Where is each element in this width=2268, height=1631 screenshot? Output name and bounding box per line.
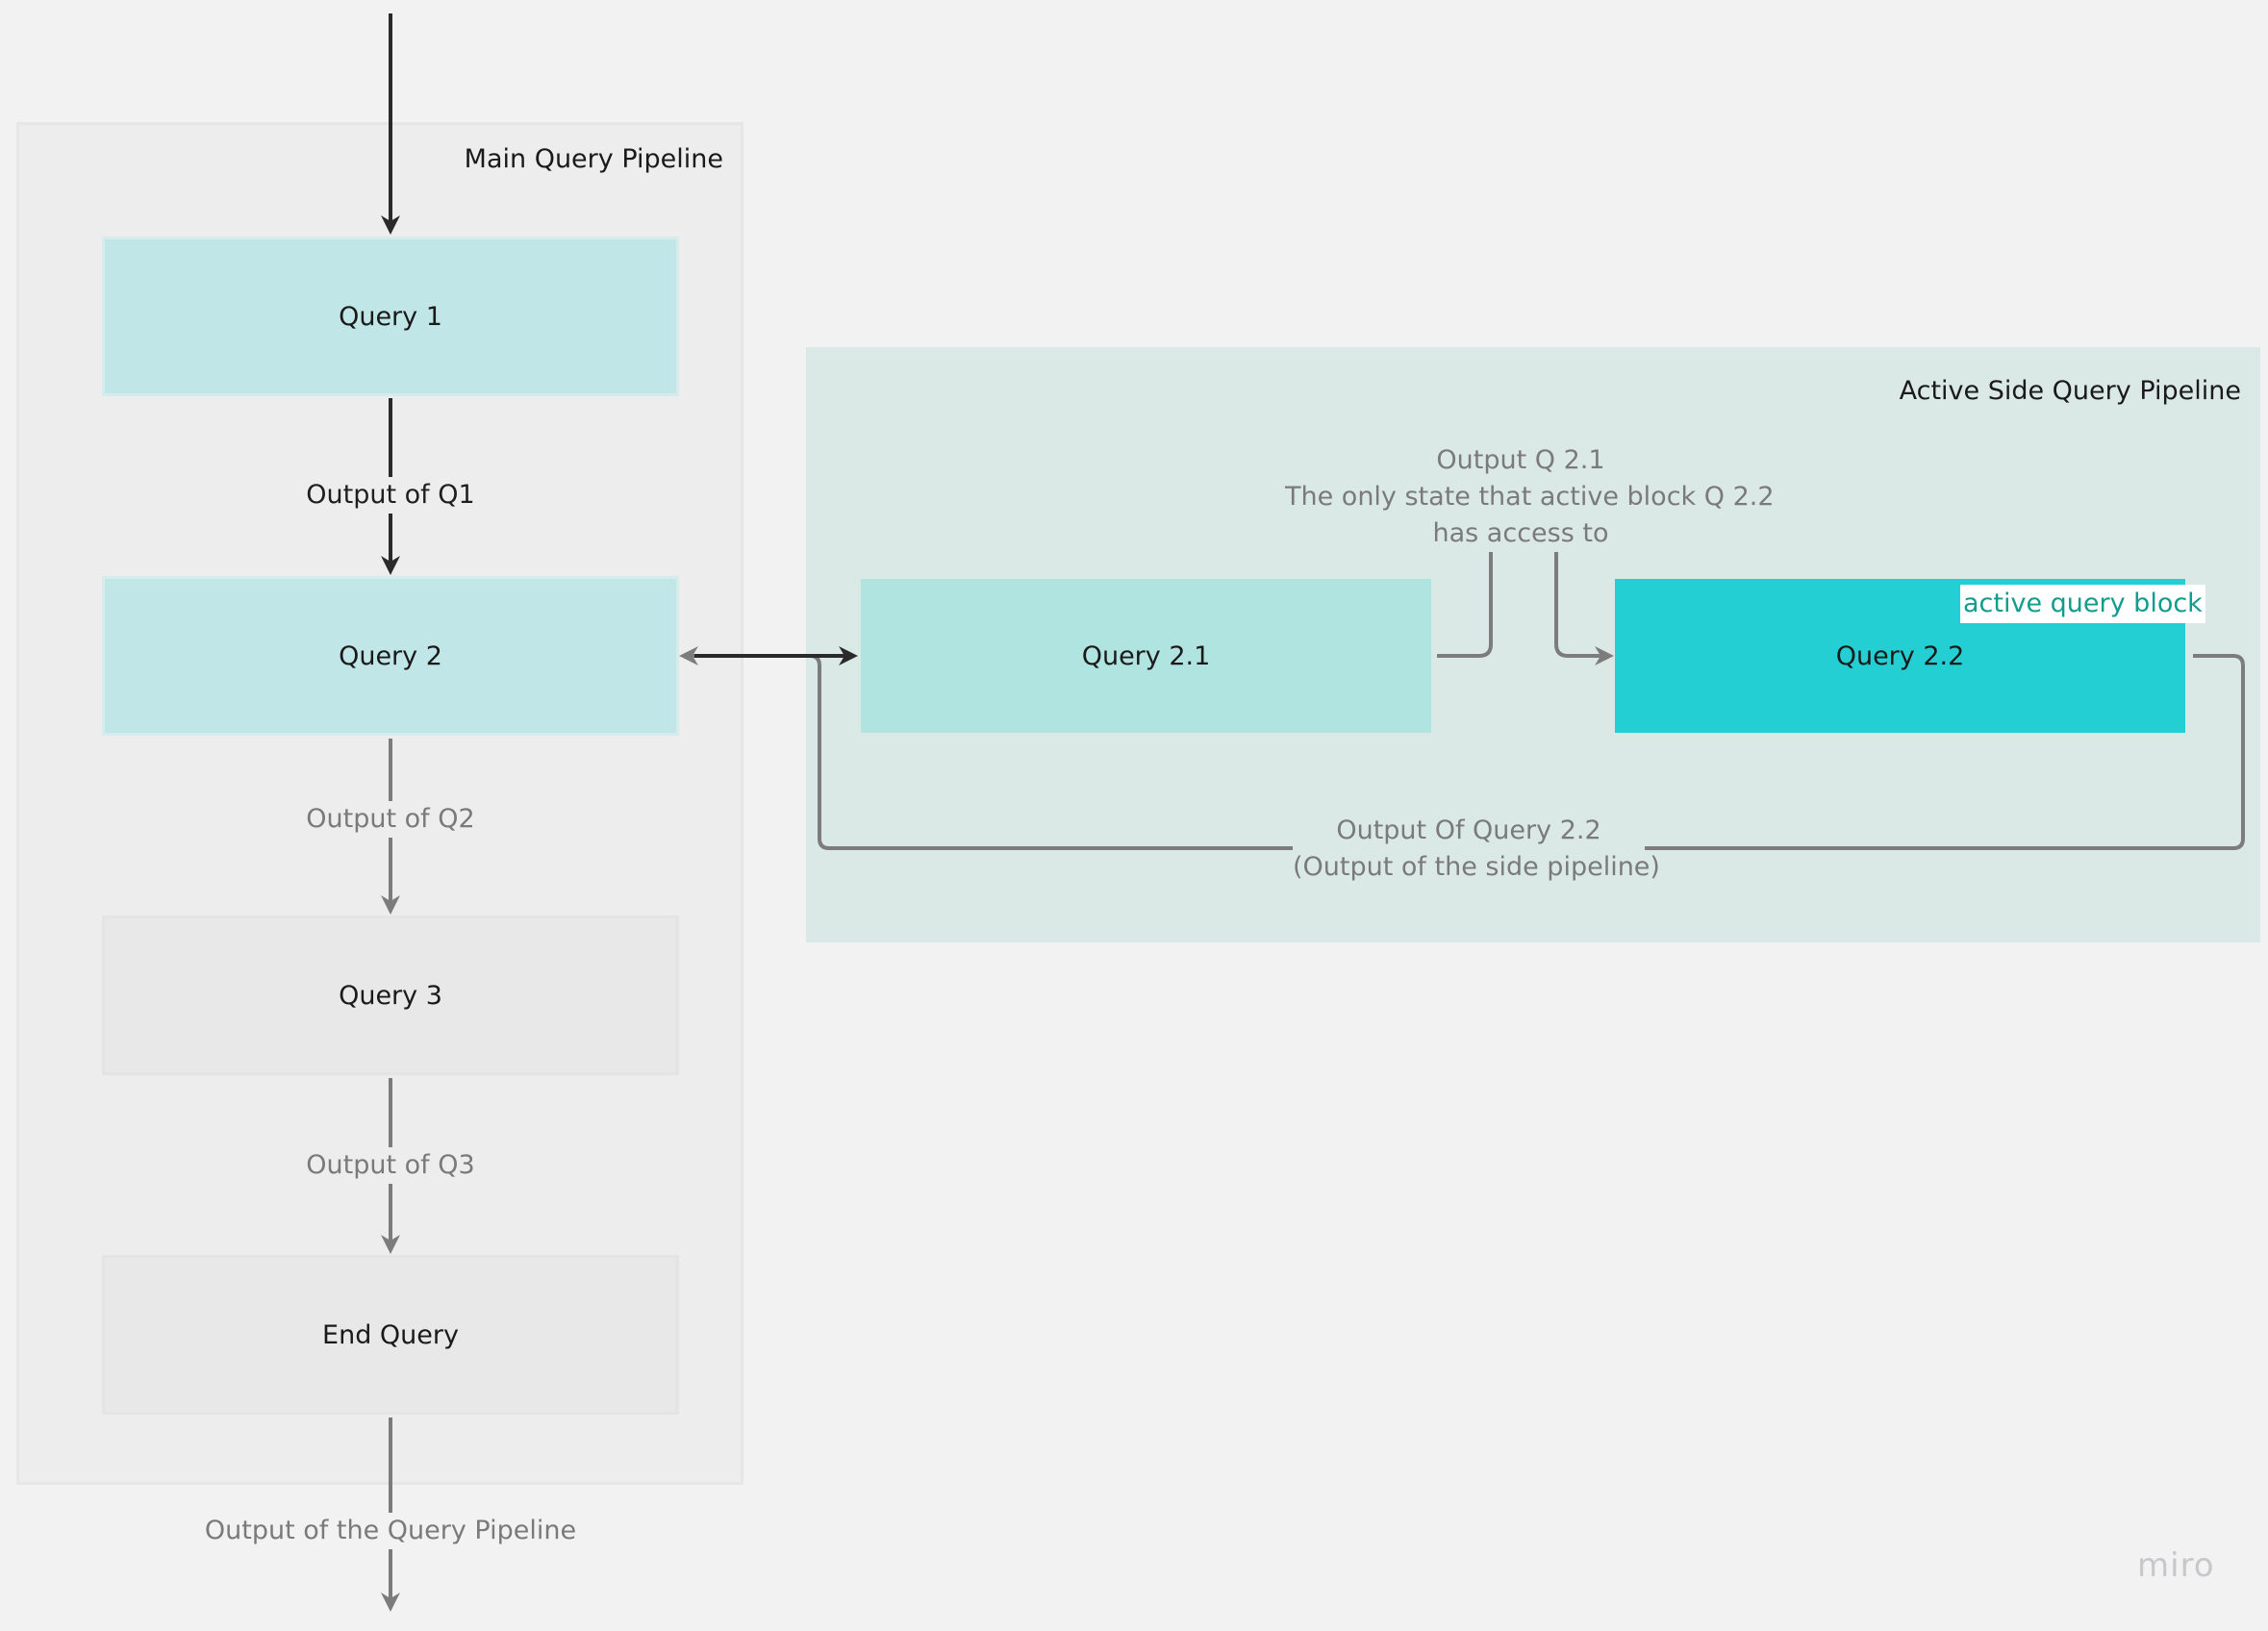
edge-label-side-output-line-2: (Output of the side pipeline) <box>1293 852 1660 882</box>
node-query-1[interactable]: Query 1 <box>102 237 679 396</box>
node-query-2-1[interactable]: Query 2.1 <box>861 579 1431 733</box>
active-query-block-tag: active query block <box>1960 585 2205 623</box>
node-end-query[interactable]: End Query <box>102 1255 679 1415</box>
edge-label-pipeline-output[interactable]: Output of the Query Pipeline <box>200 1513 581 1549</box>
edge-label-output-q2-1-line-1: Output Q 2.1 <box>1436 445 1605 475</box>
edge-label-output-q2[interactable]: Output of Q2 <box>302 801 479 838</box>
side-pipeline-title: Active Side Query Pipeline <box>1899 376 2241 406</box>
miro-watermark: miro <box>2137 1546 2215 1585</box>
main-pipeline-title: Main Query Pipeline <box>464 144 723 174</box>
edge-label-output-q2-1-line-3: has access to <box>1432 518 1609 548</box>
node-query-3[interactable]: Query 3 <box>102 916 679 1075</box>
edge-label-output-q1[interactable]: Output of Q1 <box>302 477 479 514</box>
edge-label-side-output[interactable]: Output Of Query 2.2 (Output of the side … <box>1293 813 1660 886</box>
edge-label-output-q3[interactable]: Output of Q3 <box>302 1147 479 1184</box>
edge-label-output-q2-1[interactable]: Output Q 2.1 The only state that active … <box>1285 442 1775 552</box>
node-query-2[interactable]: Query 2 <box>102 576 679 736</box>
edge-label-side-output-line-1: Output Of Query 2.2 <box>1336 816 1601 845</box>
edge-label-output-q2-1-line-2: The only state that active block Q 2.2 <box>1285 482 1775 512</box>
